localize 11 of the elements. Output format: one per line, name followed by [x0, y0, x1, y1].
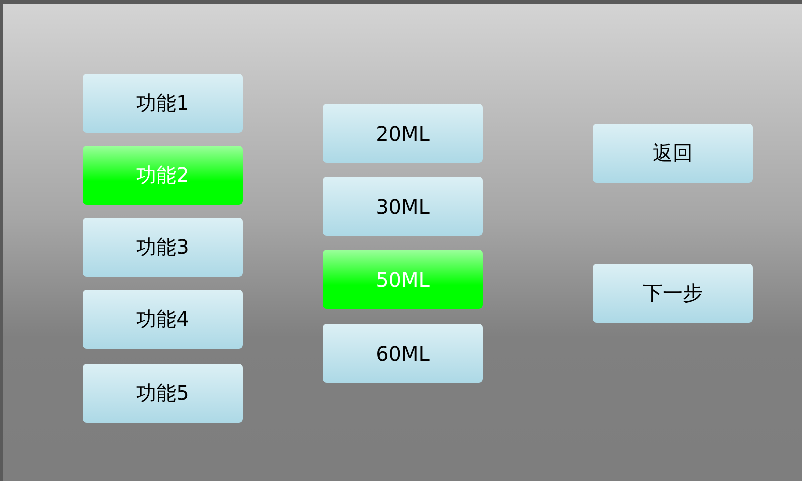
option-button: 50ML	[323, 250, 483, 309]
option-button: 功能5	[83, 364, 243, 423]
option-button: 下一步	[593, 264, 753, 323]
option-button: 60ML	[323, 324, 483, 383]
option-button: 20ML	[323, 104, 483, 163]
option-button: 功能1	[83, 74, 243, 133]
option-button: 30ML	[323, 177, 483, 236]
option-button: 功能4	[83, 290, 243, 349]
option-button: 功能2	[83, 146, 243, 205]
option-button: 返回	[593, 124, 753, 183]
option-button: 功能3	[83, 218, 243, 277]
